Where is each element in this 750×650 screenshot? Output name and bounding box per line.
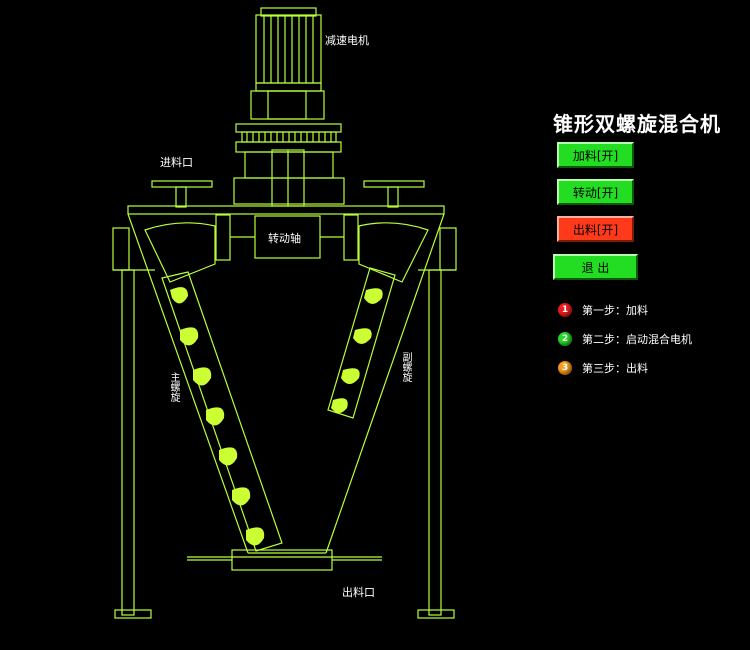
auger-left-label: 主螺旋 (168, 372, 179, 402)
motor-label: 减速电机 (325, 34, 369, 47)
step-3: 3 第三步：出料 (558, 360, 648, 376)
rotate-button[interactable]: 转动[开] (557, 179, 634, 205)
discharge-button[interactable]: 出料[开] (557, 216, 634, 242)
shaft-label: 转动轴 (268, 232, 301, 245)
motor-icon (233, 7, 345, 207)
step-1-text: 第一步：加料 (582, 304, 648, 317)
step-3-badge: 3 (558, 361, 572, 375)
step-3-text: 第三步：出料 (582, 362, 648, 375)
step-1: 1 第一步：加料 (558, 302, 648, 318)
step-2-text: 第二步：启动混合电机 (582, 333, 692, 346)
outlet-label: 出料口 (342, 586, 375, 599)
step-2-badge: 2 (558, 332, 572, 346)
auger-flights (170, 287, 383, 546)
feed-button[interactable]: 加料[开] (557, 142, 634, 168)
step-2: 2 第二步：启动混合电机 (558, 331, 692, 347)
inlet-label: 进料口 (160, 156, 193, 169)
mixer-frame (112, 7, 457, 619)
exit-button[interactable]: 退 出 (553, 254, 638, 280)
auger-right-label: 副螺旋 (400, 352, 411, 382)
step-1-badge: 1 (558, 303, 572, 317)
page-title: 锥形双螺旋混合机 (553, 112, 721, 136)
